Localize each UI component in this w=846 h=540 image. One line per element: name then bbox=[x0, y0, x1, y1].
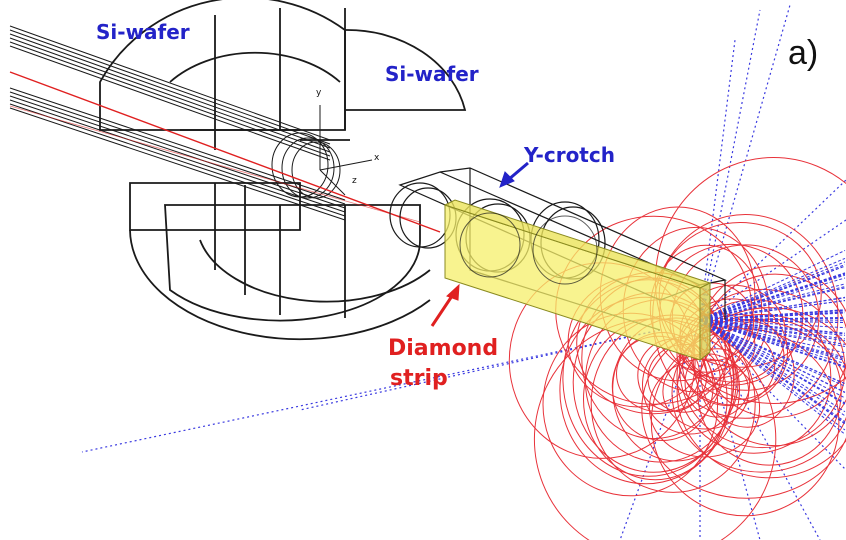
wafer-bottom-outline bbox=[129, 182, 301, 231]
track-line bbox=[299, 329, 661, 411]
shower-blue-track bbox=[699, 319, 846, 368]
beam-line-2 bbox=[9, 105, 421, 223]
track-line bbox=[699, 319, 761, 540]
si-wafer-frame bbox=[99, 0, 467, 341]
track-line bbox=[699, 4, 791, 321]
z-axis-label: z bbox=[352, 176, 357, 186]
lower-beam-pipe bbox=[9, 87, 346, 221]
shower-blue-track bbox=[699, 300, 846, 321]
wafer-bottom-front bbox=[164, 204, 421, 322]
diamond-label-line2: strip bbox=[390, 366, 448, 391]
z-axis bbox=[319, 169, 346, 196]
shower-blue-track bbox=[699, 319, 846, 385]
shower-blue-track bbox=[699, 319, 846, 329]
y-crotch-label: Y-crotch bbox=[524, 143, 615, 167]
shower-blue-track bbox=[699, 319, 846, 365]
pipe-end-ring bbox=[281, 137, 335, 199]
track-line bbox=[81, 329, 661, 453]
y-crotch-arrow bbox=[507, 161, 529, 182]
track-line bbox=[699, 219, 846, 321]
diamond-strip bbox=[443, 199, 712, 362]
y-axis-label: y bbox=[316, 88, 322, 98]
shower-blue-track bbox=[699, 310, 846, 321]
y-crotch-arrowhead bbox=[499, 171, 515, 188]
shower-blue-track bbox=[699, 319, 846, 342]
annotation-arrows bbox=[430, 161, 529, 327]
shower-blue-track bbox=[699, 319, 846, 399]
si-wafer-label-left: Si-wafer bbox=[96, 20, 190, 44]
shower-blue-track bbox=[699, 265, 846, 321]
pipe-end-ring bbox=[291, 141, 341, 199]
wafer-bottom-front-2 bbox=[199, 239, 431, 303]
diamond-label-line1: Diamond bbox=[388, 336, 499, 361]
track-line bbox=[699, 319, 821, 540]
shower-blue-track bbox=[699, 312, 846, 321]
wafer-top-arc bbox=[169, 51, 341, 83]
shower-blue-track bbox=[699, 319, 846, 413]
x-axis bbox=[319, 159, 373, 171]
shower-blue-track bbox=[699, 319, 846, 360]
shower-blue-track bbox=[699, 296, 846, 321]
wafer-top-front bbox=[344, 29, 467, 111]
shower-blue-track bbox=[699, 319, 846, 394]
beam-line bbox=[9, 71, 441, 233]
shower-blue-track bbox=[699, 319, 846, 423]
diamond-strip-side bbox=[699, 282, 711, 362]
diamond-arrowhead bbox=[446, 283, 460, 301]
panel-label: a) bbox=[788, 34, 819, 72]
diamond-arrow bbox=[430, 295, 454, 327]
shower-blue-track bbox=[699, 319, 846, 347]
crotch-side bbox=[439, 167, 727, 286]
shower-red-loop bbox=[682, 326, 776, 407]
shower-blue-track bbox=[699, 274, 846, 321]
diamond-ring bbox=[459, 212, 521, 278]
upper-beam-pipe bbox=[9, 25, 331, 161]
x-axis-label: x bbox=[374, 153, 380, 163]
shower-blue-track bbox=[699, 249, 846, 321]
si-wafer-label-right: Si-wafer bbox=[385, 62, 479, 86]
beam-pipes bbox=[9, 25, 346, 221]
shower-red-loop bbox=[671, 314, 846, 473]
shower-blue-track bbox=[699, 319, 846, 323]
shower-blue-track bbox=[699, 319, 846, 336]
shower-blue-track bbox=[699, 316, 846, 321]
shower-blue-track bbox=[699, 319, 846, 417]
wafer-top-outline bbox=[99, 0, 346, 131]
diamond-ring bbox=[532, 215, 598, 285]
track-line bbox=[619, 319, 701, 540]
shower-blue-track bbox=[699, 319, 846, 345]
shower-blue-track bbox=[699, 257, 846, 321]
shower-blue-track bbox=[699, 319, 846, 435]
shower-blue-tracks bbox=[699, 249, 846, 435]
track-line bbox=[699, 39, 736, 321]
shower-blue-track bbox=[699, 319, 846, 404]
shower-red-loop bbox=[684, 348, 751, 418]
shower-blue-track bbox=[699, 319, 846, 340]
shower-blue-track bbox=[699, 319, 846, 335]
shower-blue-track bbox=[699, 319, 846, 431]
shower-red-loop bbox=[648, 358, 761, 458]
coordinate-axes: y x z bbox=[316, 88, 380, 196]
shower-red-loop bbox=[697, 318, 842, 466]
wafer-bottom-arc bbox=[129, 229, 431, 341]
